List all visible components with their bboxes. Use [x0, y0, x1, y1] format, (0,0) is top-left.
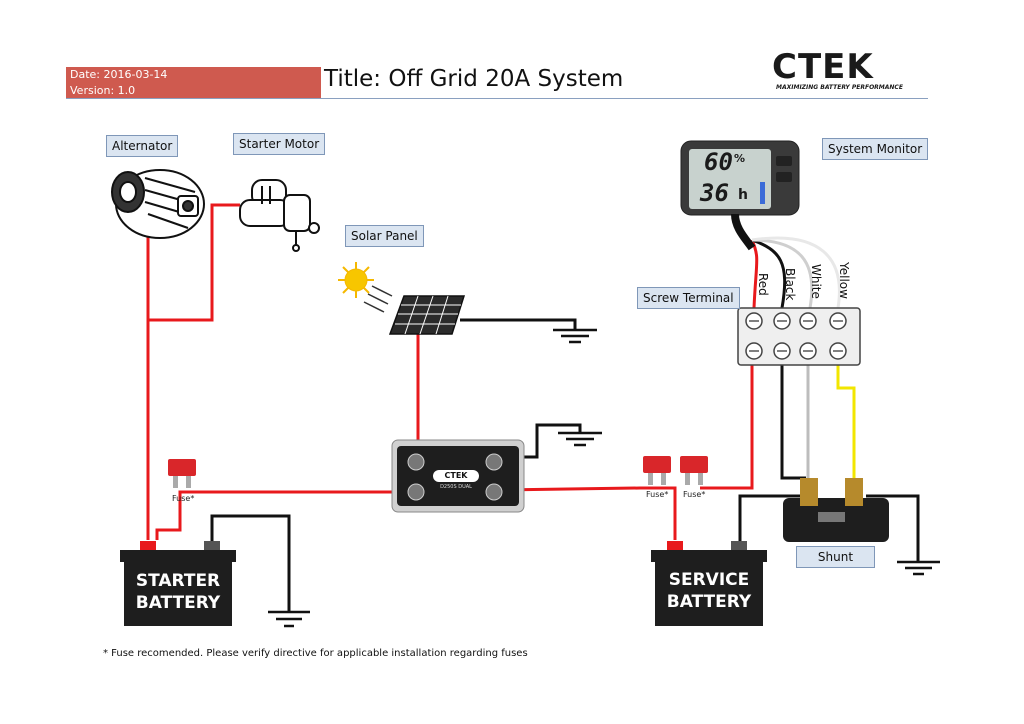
system-monitor-icon [680, 140, 800, 251]
black-wires [210, 318, 920, 612]
wire-fuse-left [155, 490, 400, 540]
starter-motor-icon [239, 179, 320, 252]
version-text: Version: 1.0 [70, 84, 136, 97]
ctek-logo: CTEK MAXIMIZING BATTERY PERFORMANCE [772, 50, 904, 91]
fuse-right1-icon [643, 456, 671, 485]
starter-motor-label: Starter Motor [233, 133, 326, 155]
header-bar [66, 67, 321, 99]
ground-shunt-icon [897, 560, 940, 576]
screw-terminal-label: Screw Terminal [637, 287, 740, 309]
shunt-icon [783, 478, 889, 542]
fuse-right2-icon [680, 456, 708, 485]
starter-battery-label: STARTER BATTERY [124, 570, 232, 614]
wire-label-yellow: Yellow [837, 262, 851, 299]
monitor-percent: 60 [704, 148, 733, 176]
footnote: * Fuse recomended. Please verify directi… [103, 648, 528, 659]
monitor-hours-unit: h [738, 187, 748, 203]
wire-charger-ground [515, 423, 582, 459]
wire-terminal-black [780, 365, 806, 480]
ground-solar-icon [553, 328, 597, 344]
charger-model: D250S DUAL [440, 484, 472, 490]
fuse-left-icon [168, 459, 196, 488]
charger-device-icon [391, 439, 525, 513]
logo-wordmark: CTEK [772, 47, 874, 87]
sun-rays [363, 285, 393, 313]
monitor-percent-unit: % [734, 152, 746, 165]
service-battery-label: SERVICE BATTERY [655, 569, 763, 613]
monitor-hours: 36 [700, 179, 729, 207]
ground-starter-icon [268, 610, 310, 628]
logo-tagline: MAXIMIZING BATTERY PERFORMANCE [776, 84, 903, 91]
header-rule [66, 98, 928, 99]
wire-starter-motor [148, 203, 240, 322]
wire-label-red: Red [756, 273, 770, 296]
wire-charger-service [499, 486, 677, 540]
alternator-icon [111, 169, 205, 239]
system-monitor-label: System Monitor [822, 138, 929, 160]
wire-shunt-ground [866, 494, 920, 562]
wire-fuse2-terminal [700, 365, 754, 490]
wire-starter-neg [210, 514, 291, 612]
wire-label-white: White [809, 264, 823, 299]
fuse-label-right2: Fuse* [683, 490, 706, 499]
solar-panel-label: Solar Panel [345, 225, 424, 247]
alternator-label: Alternator [106, 135, 179, 157]
charger-brand: CTEK [444, 471, 468, 480]
service-battery-line2: BATTERY [666, 592, 752, 612]
wire-solar-ground [460, 318, 577, 330]
sun-icon [338, 262, 374, 298]
solar-panel-icon [388, 295, 466, 335]
starter-battery-line2: BATTERY [135, 593, 221, 613]
screw-terminal-icon [737, 307, 861, 366]
page-title: Title: Off Grid 20A System [324, 66, 624, 92]
fuse-label-left: Fuse* [172, 494, 195, 503]
wire-terminal-yellow [836, 365, 856, 482]
shunt-label: Shunt [796, 546, 875, 568]
service-battery-icon [651, 541, 767, 626]
date-text: Date: 2016-03-14 [70, 68, 168, 81]
service-battery-line1: SERVICE [668, 570, 750, 590]
starter-battery-icon [120, 541, 236, 626]
wire-label-black: Black [783, 268, 797, 301]
ground-symbols [268, 328, 940, 628]
wire-service-neg [738, 494, 806, 543]
starter-battery-line1: STARTER [135, 571, 221, 591]
fuse-label-right1: Fuse* [646, 490, 669, 499]
red-wires [146, 203, 754, 540]
ground-charger-icon [558, 431, 602, 447]
